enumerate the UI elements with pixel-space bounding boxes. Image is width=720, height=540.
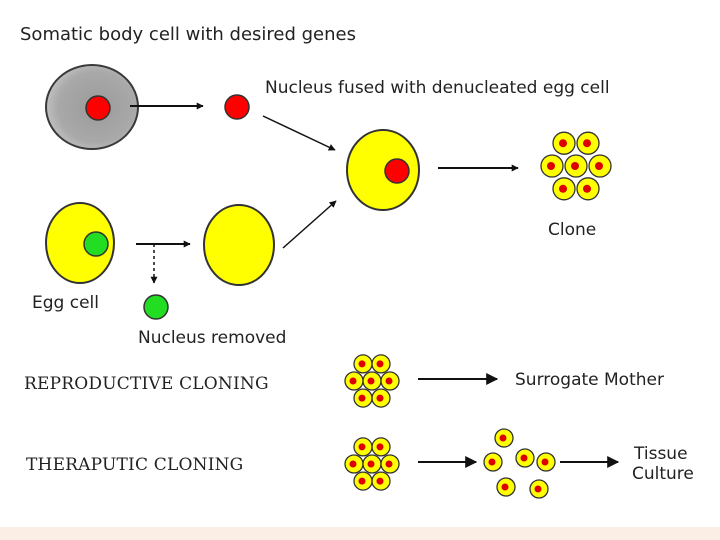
small-cell-nucleus	[499, 434, 507, 442]
footer-band	[0, 527, 720, 540]
theraputic-cloning-label: THERAPUTIC CLONING	[26, 455, 243, 475]
small-cell-nucleus	[367, 377, 375, 385]
tissue-label: Tissue	[633, 444, 688, 464]
small-cell-nucleus	[534, 485, 542, 493]
small-cell-nucleus	[376, 360, 384, 368]
small-cell-nucleus	[367, 460, 375, 468]
small-cell-nucleus	[559, 184, 567, 193]
arrow-egg-to-fusion	[282, 200, 337, 249]
egg-cell	[45, 202, 115, 284]
small-cell-nucleus	[541, 458, 549, 466]
arrow-nucleus-to-fusion	[262, 115, 336, 151]
nucleus-removed-label: Nucleus removed	[138, 328, 286, 348]
extracted-nucleus	[224, 94, 250, 120]
culture-label: Culture	[632, 464, 694, 484]
small-cell-nucleus	[358, 443, 366, 451]
nucleus-fused-label: Nucleus fused with denucleated egg cell	[265, 78, 610, 98]
egg-nucleus	[83, 231, 109, 257]
small-cell-nucleus	[571, 162, 579, 170]
small-cell-nucleus	[349, 377, 357, 385]
clone-cluster	[540, 131, 612, 201]
reproductive-cluster	[344, 354, 400, 408]
egg-cell-label: Egg cell	[32, 293, 99, 313]
small-cell-nucleus	[583, 184, 591, 193]
small-cell-nucleus	[358, 394, 366, 402]
small-cell-nucleus	[547, 162, 555, 170]
small-cell-nucleus	[583, 139, 591, 148]
scattered-cells	[483, 428, 556, 499]
surrogate-mother-label: Surrogate Mother	[515, 370, 664, 390]
clone-label: Clone	[548, 220, 596, 240]
small-cell-nucleus	[358, 477, 366, 485]
small-cell-nucleus	[376, 394, 384, 402]
small-cell-nucleus	[501, 483, 509, 491]
small-cell-nucleus	[559, 139, 567, 148]
small-cell-nucleus	[385, 377, 393, 385]
small-cell-nucleus	[349, 460, 357, 468]
small-cell-nucleus	[595, 162, 603, 170]
small-cell-nucleus	[488, 458, 496, 466]
theraputic-cluster	[344, 437, 400, 491]
small-cell-nucleus	[376, 443, 384, 451]
title-label: Somatic body cell with desired genes	[20, 24, 356, 45]
fused-cell	[346, 129, 420, 211]
denucleated-egg-cell	[203, 204, 275, 286]
fused-nucleus	[384, 158, 410, 184]
reproductive-cloning-label: REPRODUCTIVE CLONING	[24, 374, 269, 394]
removed-nucleus	[143, 294, 169, 320]
small-cell-nucleus	[358, 360, 366, 368]
small-cell-nucleus	[520, 454, 528, 462]
small-cell-nucleus	[385, 460, 393, 468]
somatic-nucleus	[85, 95, 111, 121]
small-cell-nucleus	[376, 477, 384, 485]
